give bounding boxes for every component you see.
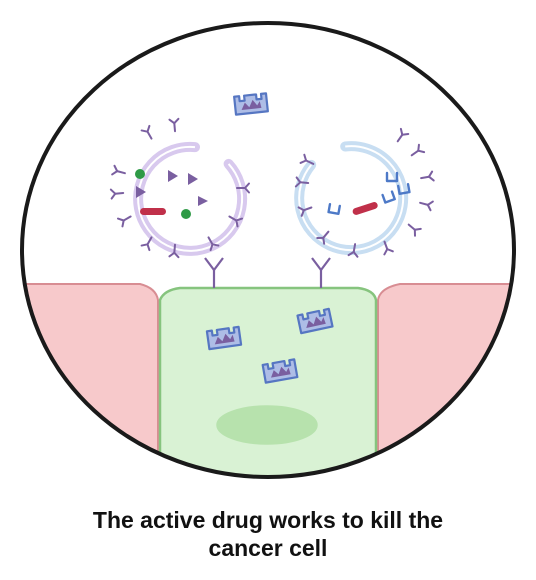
antibody-icon xyxy=(168,117,181,133)
drug-cup-icon xyxy=(381,190,396,204)
antibody-icon xyxy=(116,211,134,228)
receptor-group xyxy=(204,257,331,288)
cancer-cell-nucleus xyxy=(216,405,318,445)
payload-dot-icon xyxy=(181,209,191,219)
antibody-icon xyxy=(404,220,422,237)
normal-cell-left xyxy=(22,283,159,477)
active-drug-icon xyxy=(233,92,269,116)
normal-cell-right xyxy=(377,283,514,477)
caption-line-2: cancer cell xyxy=(208,535,328,561)
antibody-icon xyxy=(393,127,410,145)
liposome-right xyxy=(294,127,435,258)
cancer-cell xyxy=(158,286,378,477)
receptor-icon xyxy=(204,257,224,288)
drug-molecule-icon xyxy=(188,173,198,185)
antibody-icon xyxy=(111,164,128,179)
antibody-icon xyxy=(109,187,125,200)
receptor-icon xyxy=(311,257,331,288)
drug-delivery-diagram xyxy=(20,21,516,479)
active-drug-icon xyxy=(205,325,243,351)
view-circle xyxy=(20,21,516,479)
payload-rod-icon xyxy=(140,208,166,215)
drug-cup-icon xyxy=(327,203,341,216)
payload-rod-icon xyxy=(352,202,378,215)
antibody-icon xyxy=(417,197,434,212)
liposome-left xyxy=(109,117,250,259)
tissue-layer xyxy=(22,283,514,477)
antibody-icon xyxy=(408,143,426,160)
drug-molecule-icon xyxy=(136,186,146,198)
antibody-icon xyxy=(140,124,157,142)
diagram-caption: The active drug works to kill the cancer… xyxy=(0,506,536,562)
payload-dot-icon xyxy=(135,169,145,179)
drug-molecule-icon xyxy=(198,196,208,206)
drug-molecule-icon xyxy=(168,170,178,182)
caption-line-1: The active drug works to kill the xyxy=(92,507,444,533)
antibody-icon xyxy=(419,170,435,184)
